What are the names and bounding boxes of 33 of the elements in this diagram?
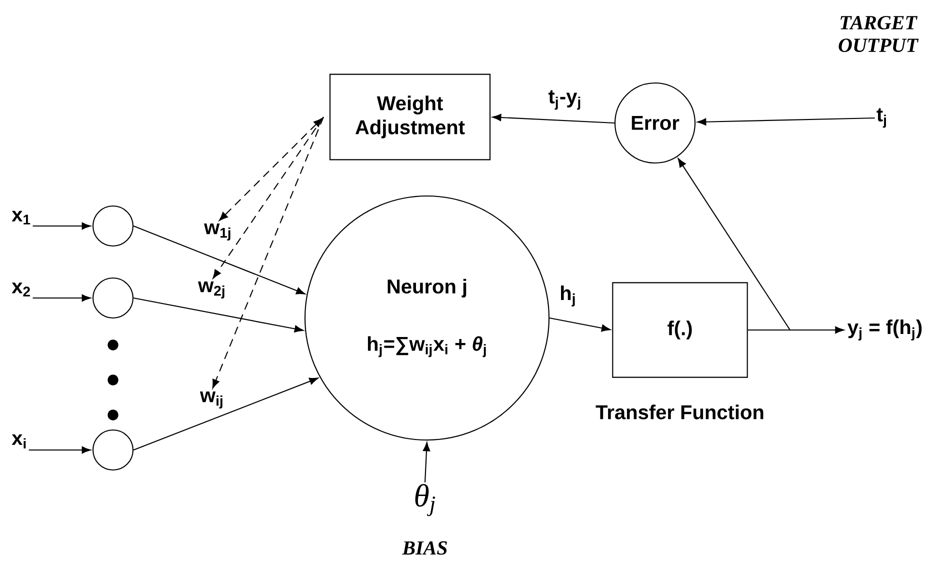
process-box: Weight Adjustment xyxy=(329,74,491,160)
input-label: x$_{i}$ xyxy=(12,434,26,448)
arrow xyxy=(219,118,322,221)
edge-label: t$_{j}$-y$_{j}$ xyxy=(546,88,584,112)
arrow xyxy=(697,117,875,126)
node-label: Transfer Function xyxy=(596,404,764,420)
arrow xyxy=(32,222,91,230)
input-circle xyxy=(92,277,134,319)
input-circle xyxy=(92,429,134,471)
arrow xyxy=(678,158,791,331)
weight-label: w$_{1j}$ xyxy=(204,224,230,240)
arrow xyxy=(212,116,324,279)
arrow xyxy=(133,297,304,332)
arrow xyxy=(32,294,91,302)
weight-label: w$_{ij}$ xyxy=(200,392,222,408)
input-label: x$_{1}$ xyxy=(12,210,30,224)
input-circle xyxy=(92,205,134,247)
arrow xyxy=(28,446,91,454)
node-label: BIAS xyxy=(402,541,447,555)
output-label: y$_{j}$ = f(h$_{j}$) xyxy=(848,320,922,340)
function-box: f(.) xyxy=(612,282,748,378)
note: TARGET OUTPUT xyxy=(838,16,919,52)
target-label: t$_{j}$ xyxy=(876,108,886,128)
weight-label: w$_{2j}$ xyxy=(198,282,224,298)
arrow xyxy=(422,442,430,482)
input-label: x$_{2}$ xyxy=(12,282,30,296)
arrow xyxy=(133,226,306,294)
edge-label: h$_{j}$ xyxy=(558,284,578,308)
arrow xyxy=(133,378,318,450)
arrow xyxy=(492,114,614,124)
arrow xyxy=(549,317,611,332)
arrow xyxy=(212,116,324,388)
bias-symbol: θ$_{j}$ xyxy=(415,484,436,516)
